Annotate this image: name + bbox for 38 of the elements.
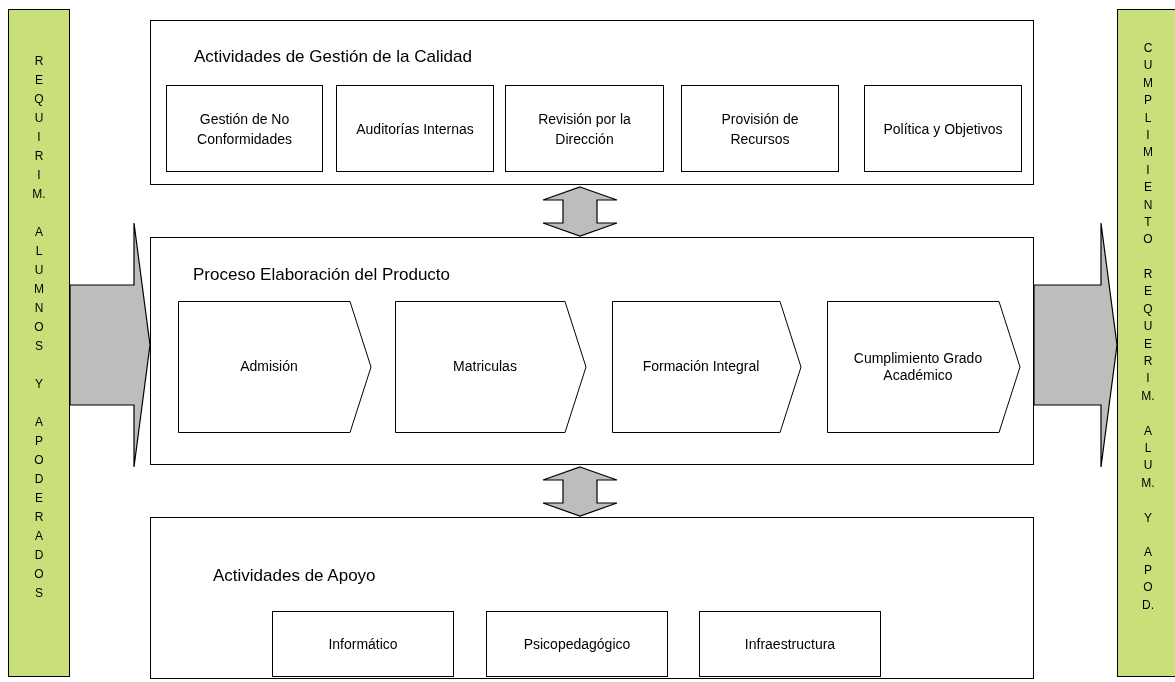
chevron-step — [178, 301, 372, 433]
side-bar — [1117, 9, 1175, 677]
box-label: Gestión de No Conformidades — [196, 109, 293, 149]
side-bar — [8, 9, 70, 677]
block-arrow — [69, 222, 151, 468]
process-box — [864, 85, 1022, 172]
step-label: Formación Integral — [641, 358, 761, 376]
group-title: Proceso Elaboración del Producto — [193, 264, 451, 286]
chevron-step — [395, 301, 587, 433]
box-label: Informático — [328, 635, 398, 654]
box-label: Política y Objetivos — [883, 119, 1003, 139]
block-arrow — [542, 186, 618, 237]
group-panel — [150, 517, 1034, 679]
process-box — [699, 611, 881, 677]
group-title: Actividades de Gestión de la Calidad — [194, 46, 472, 68]
process-box — [505, 85, 664, 172]
box-label: Infraestructura — [744, 635, 836, 654]
group-panel — [150, 237, 1034, 465]
process-box — [166, 85, 323, 172]
process-box — [681, 85, 839, 172]
group-title: Actividades de Apoyo — [213, 565, 376, 587]
process-box — [486, 611, 668, 677]
box-label: Provisión de Recursos — [720, 109, 800, 149]
box-label: Auditorías Internas — [356, 119, 474, 139]
chevron-step — [612, 301, 802, 433]
process-box — [336, 85, 494, 172]
chevron-step — [827, 301, 1021, 433]
step-label: Matriculas — [452, 358, 518, 376]
step-label: Admisión — [239, 358, 299, 376]
process-box — [272, 611, 454, 677]
group-panel — [150, 20, 1034, 185]
box-label: Revisión por la Dirección — [537, 109, 632, 149]
block-arrow — [1033, 222, 1118, 468]
vertical-label: CUMPLIMIENTO REQUERIM. ALUM. Y APOD. — [1140, 40, 1156, 614]
block-arrow — [542, 466, 618, 517]
box-label: Psicopedagógico — [523, 635, 631, 654]
vertical-label: REQUIRIM. ALUMNOS Y APODERADOS — [31, 53, 47, 602]
step-label: Cumplimiento Grado Académico — [852, 349, 984, 385]
